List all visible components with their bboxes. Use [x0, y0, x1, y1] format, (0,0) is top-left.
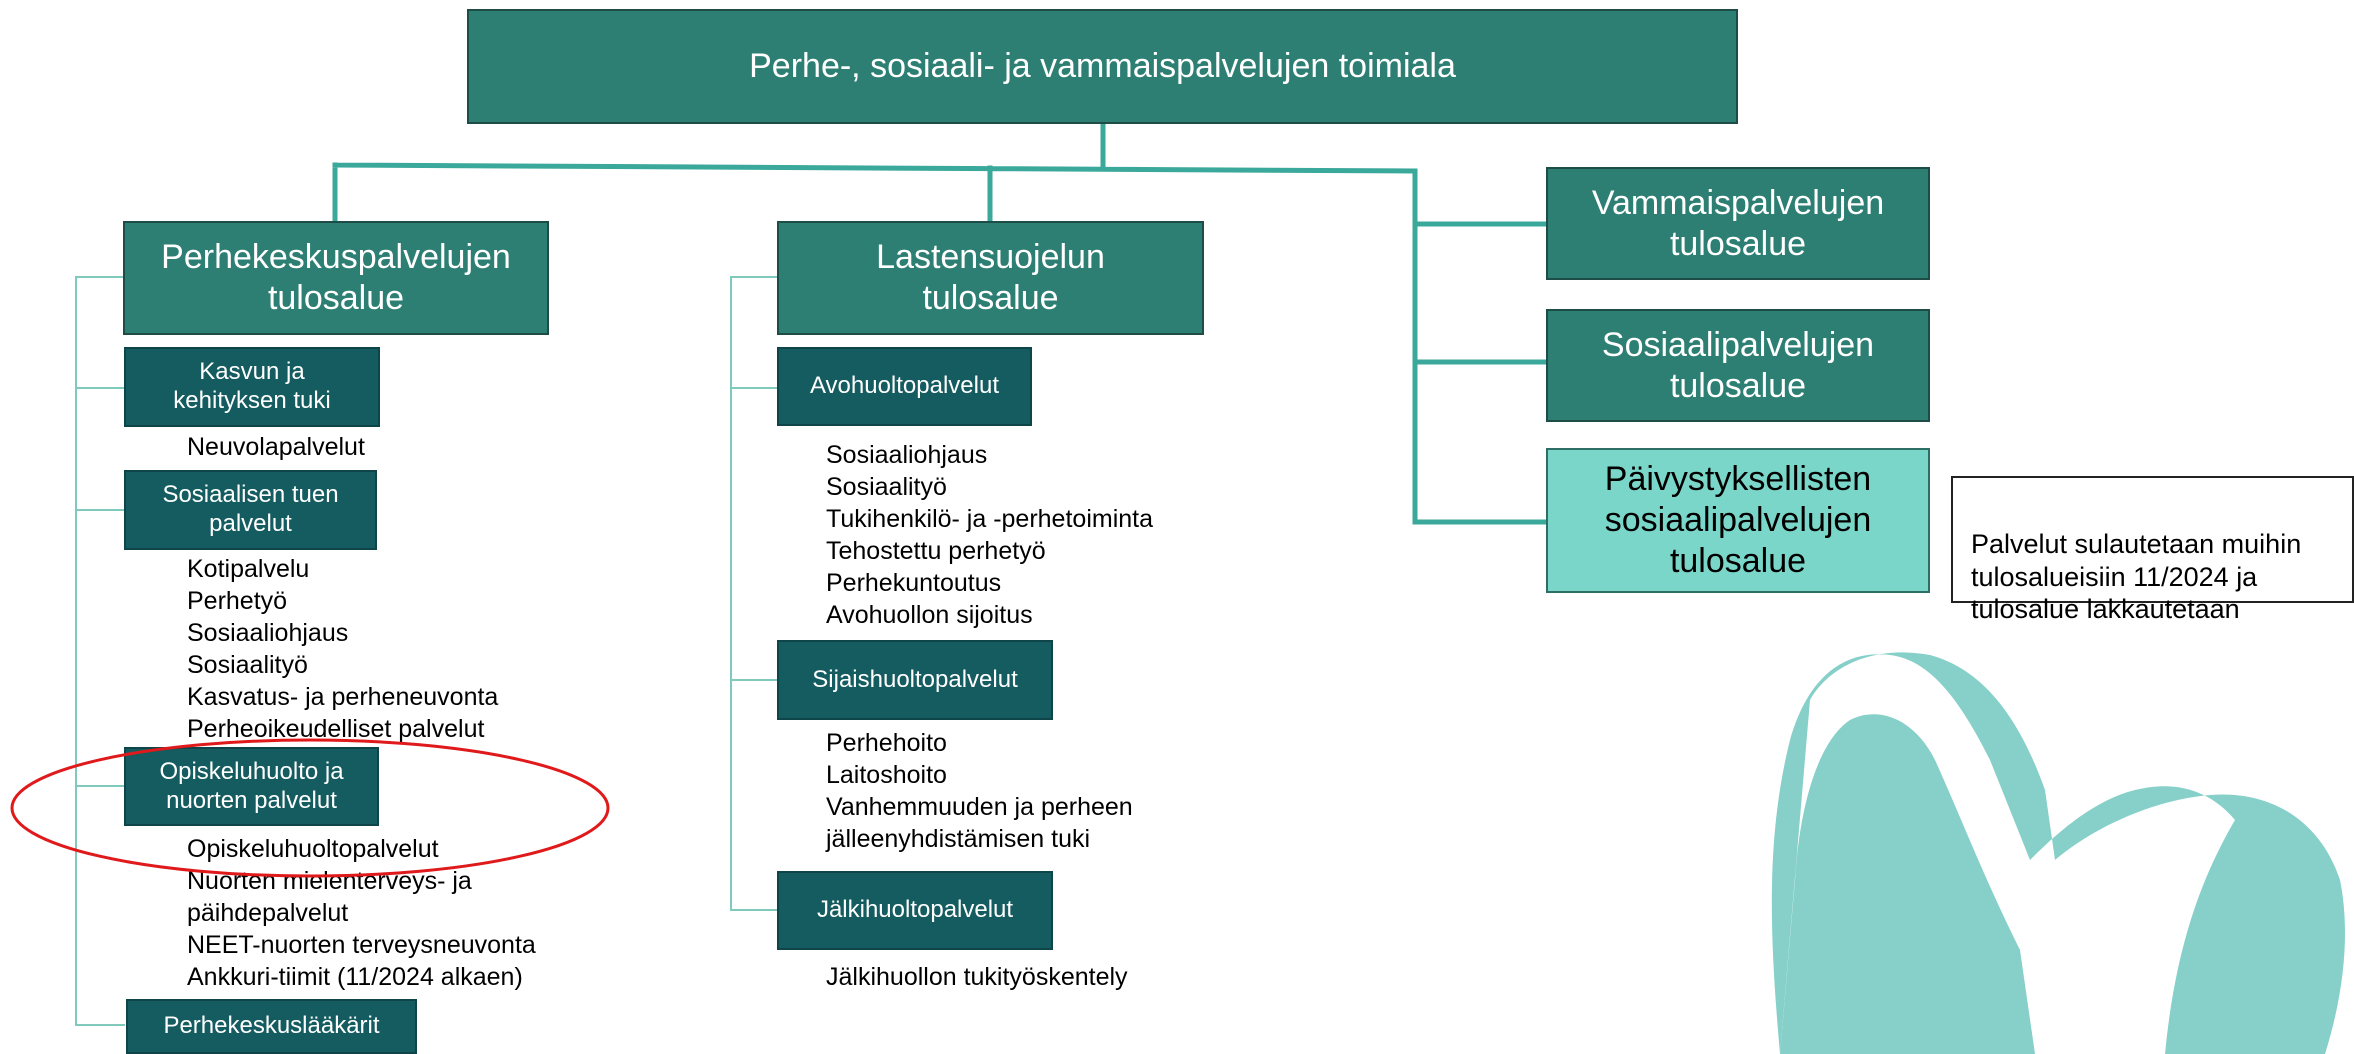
list-item: Kotipalvelu — [187, 555, 310, 583]
lastensuojelu-tree-line — [730, 276, 780, 911]
list-item: Kasvatus- ja perheneuvonta — [187, 683, 499, 711]
list-item: Perhekuntoutus — [826, 569, 1002, 597]
perhekeskus-title: Perhekeskuspalvelujen tulosalue — [161, 238, 511, 317]
kasvun-tuki-box: Kasvun ja kehityksen tuki — [124, 347, 380, 427]
paivystykselliset-unit-box: Päivystyksellisten sosiaalipalvelujen tu… — [1546, 448, 1930, 593]
sosiaalisen-tuen-label: Sosiaalisen tuen palvelut — [162, 481, 339, 537]
list-item: Perhetyö — [187, 587, 288, 615]
perhekeskus-unit-box: Perhekeskuspalvelujen tulosalue — [123, 221, 549, 335]
vammaispalvelut-unit-box: Vammaispalvelujen tulosalue — [1546, 167, 1930, 280]
note-text: Palvelut sulautetaan muihin tulosalueisi… — [1971, 529, 2302, 625]
list-item: Vanhemmuuden ja perheen — [826, 793, 1133, 821]
sijaishuolto-label: Sijaishuoltopalvelut — [812, 665, 1018, 693]
list-item: Tehostettu perhetyö — [826, 537, 1046, 565]
top-title: Perhe-, sosiaali- ja vammaispalvelujen t… — [749, 47, 1456, 86]
kasvun-tuki-label: Kasvun ja kehityksen tuki — [173, 358, 331, 414]
list-item: päihdepalvelut — [187, 899, 349, 927]
list-item: Sosiaalityö — [187, 651, 308, 679]
list-item: Sosiaaliohjaus — [187, 619, 349, 647]
sosiaalisen-tuen-items: Kotipalvelu Perhetyö Sosiaaliohjaus Sosi… — [187, 553, 498, 745]
perhekeskuslaakarit-box: Perhekeskuslääkärit — [126, 999, 417, 1054]
list-item: Avohuollon sijoitus — [826, 601, 1033, 629]
vammaispalvelut-title: Vammaispalvelujen tulosalue — [1591, 183, 1885, 263]
kasvun-tuki-items: Neuvolapalvelut — [187, 431, 365, 463]
list-item: Tukihenkilö- ja -perhetoiminta — [826, 505, 1154, 533]
avohuolto-items: Sosiaaliohjaus Sosiaalityö Tukihenkilö- … — [826, 439, 1153, 631]
sijaishuolto-items: Perhehoito Laitoshoito Vanhemmuuden ja p… — [826, 727, 1133, 855]
list-item: Opiskeluhuoltopalvelut — [187, 835, 439, 863]
list-item: Perheoikeudelliset palvelut — [187, 715, 485, 743]
list-item: NEET-nuorten terveysneuvonta — [187, 931, 536, 959]
list-item: Jälkihuollon tukityöskentely — [826, 963, 1128, 991]
discontinuation-note: Palvelut sulautetaan muihin tulosalueisi… — [1951, 476, 2354, 624]
opiskeluhuolto-label: Opiskeluhuolto ja nuorten palvelut — [159, 757, 344, 814]
sosiaalipalvelut-unit-box: Sosiaalipalvelujen tulosalue — [1546, 309, 1930, 422]
sosiaalipalvelut-title: Sosiaalipalvelujen tulosalue — [1601, 325, 1875, 405]
opiskeluhuolto-box: Opiskeluhuolto ja nuorten palvelut — [124, 747, 379, 826]
sosiaalisen-tuen-box: Sosiaalisen tuen palvelut — [124, 470, 377, 550]
jalkihuolto-label: Jälkihuoltopalvelut — [816, 896, 1014, 924]
lastensuojelu-unit-box: Lastensuojelun tulosalue — [777, 221, 1204, 335]
lastensuojelu-title: Lastensuojelun tulosalue — [876, 238, 1105, 317]
main-connector — [332, 121, 1549, 525]
list-item: Ankkuri-tiimit (11/2024 alkaen) — [187, 963, 523, 991]
jalkihuolto-box: Jälkihuoltopalvelut — [777, 871, 1053, 950]
avohuolto-label: Avohuoltopalvelut — [809, 372, 1000, 400]
red-circle-annotation — [10, 738, 610, 878]
paivystykselliset-title: Päivystyksellisten sosiaalipalvelujen tu… — [1604, 460, 1872, 580]
avohuolto-box: Avohuoltopalvelut — [777, 347, 1032, 426]
jalkihuolto-items: Jälkihuollon tukityöskentely — [826, 961, 1128, 993]
list-item: Neuvolapalvelut — [187, 433, 365, 461]
perhekeskuslaakarit-label: Perhekeskuslääkärit — [163, 1012, 380, 1040]
list-item: Sosiaaliohjaus — [826, 441, 988, 469]
list-item: Laitoshoito — [826, 761, 947, 789]
list-item: Sosiaalityö — [826, 473, 947, 501]
perhekeskus-tree-line — [75, 276, 125, 1026]
list-item: jälleenyhdistämisen tuki — [826, 825, 1091, 853]
top-organization-box: Perhe-, sosiaali- ja vammaispalvelujen t… — [467, 9, 1738, 124]
list-item: Perhehoito — [826, 729, 947, 757]
sijaishuolto-box: Sijaishuoltopalvelut — [777, 640, 1053, 720]
